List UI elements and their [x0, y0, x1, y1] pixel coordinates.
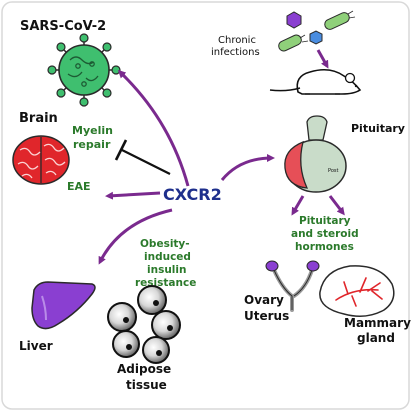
post-label: Post [328, 168, 339, 174]
adipose-label-line2: tissue [126, 378, 167, 392]
bacteria-icon [278, 10, 356, 52]
pituitary-label: Pituitary [351, 122, 405, 135]
ovary-uterus-icon [265, 260, 320, 312]
myelin-label-line1: Myelin [72, 124, 113, 137]
mammary-label-line2: gland [357, 331, 395, 345]
sars-label: SARS-CoV-2 [20, 19, 106, 34]
eae-label: EAE [67, 180, 91, 193]
arrow-pituitary-left [291, 195, 305, 216]
pituitary-icon [284, 115, 347, 193]
ovary-label: Ovary [244, 293, 284, 307]
brain-icon [12, 135, 70, 185]
obesity-label-line1: Obesity- [140, 238, 190, 250]
chronic-label-line1: Chronic [218, 35, 256, 46]
hub-label: CXCR2 [163, 185, 222, 204]
uterus-label: Uterus [244, 309, 289, 323]
inhibition-myelin [114, 139, 171, 175]
arrow-pituitary-right [328, 195, 345, 216]
hormones-label-line1: Pituitary [299, 215, 351, 227]
mammary-gland-icon [319, 265, 395, 317]
obesity-label-line3: insulin [147, 264, 186, 276]
mouse-icon [269, 68, 362, 95]
hormones-label-line3: hormones [295, 241, 354, 253]
chronic-label-line2: infections [211, 47, 260, 58]
arrow-hub-eae [105, 191, 161, 200]
hormones-label-line2: and steroid [291, 228, 359, 240]
adipose-label-line1: Adipose [117, 362, 171, 376]
virus-icon [47, 33, 121, 107]
liver-icon [31, 281, 96, 330]
arrow-infection-mouse [316, 49, 329, 69]
arrow-hub-liver [98, 208, 173, 265]
myelin-label-line2: repair [73, 138, 111, 151]
adipose-icon [107, 285, 181, 364]
mammary-label-line1: Mammary [344, 316, 411, 330]
liver-label: Liver [19, 339, 53, 353]
brain-label: Brain [19, 111, 58, 126]
arrow-hub-virus [117, 69, 190, 187]
obesity-label-line2: induced [144, 251, 191, 263]
arrow-hub-pituitary [220, 154, 275, 181]
